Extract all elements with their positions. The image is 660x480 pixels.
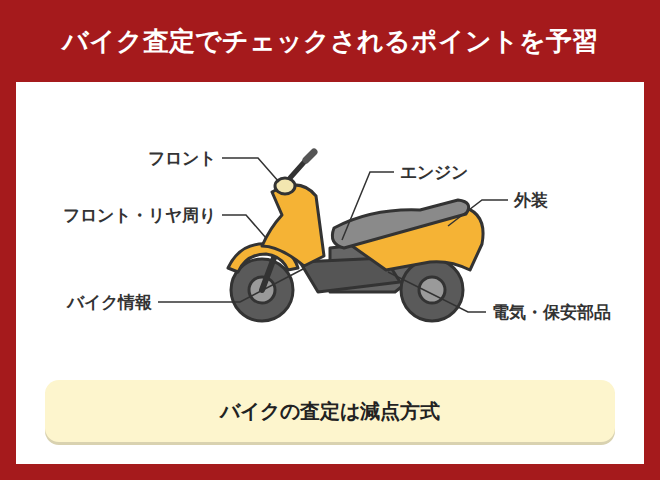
leader-line <box>158 268 305 302</box>
leader-line <box>448 200 508 226</box>
part-label: フロント <box>148 147 216 169</box>
title-banner: バイク査定でチェックされるポイントを予習 <box>0 0 660 82</box>
leader-line <box>222 215 266 238</box>
part-label: エンジン <box>400 161 468 183</box>
part-label: バイク情報 <box>67 291 152 313</box>
part-label: フロント・リヤ周り <box>63 204 216 226</box>
leader-line <box>342 172 394 240</box>
part-label: 外装 <box>514 189 548 211</box>
leader-line <box>388 272 486 312</box>
part-label: 電気・保安部品 <box>492 301 611 323</box>
leader-line <box>222 158 279 182</box>
summary-box: バイクの査定は減点方式 <box>45 380 615 442</box>
summary-text: バイクの査定は減点方式 <box>204 398 456 425</box>
